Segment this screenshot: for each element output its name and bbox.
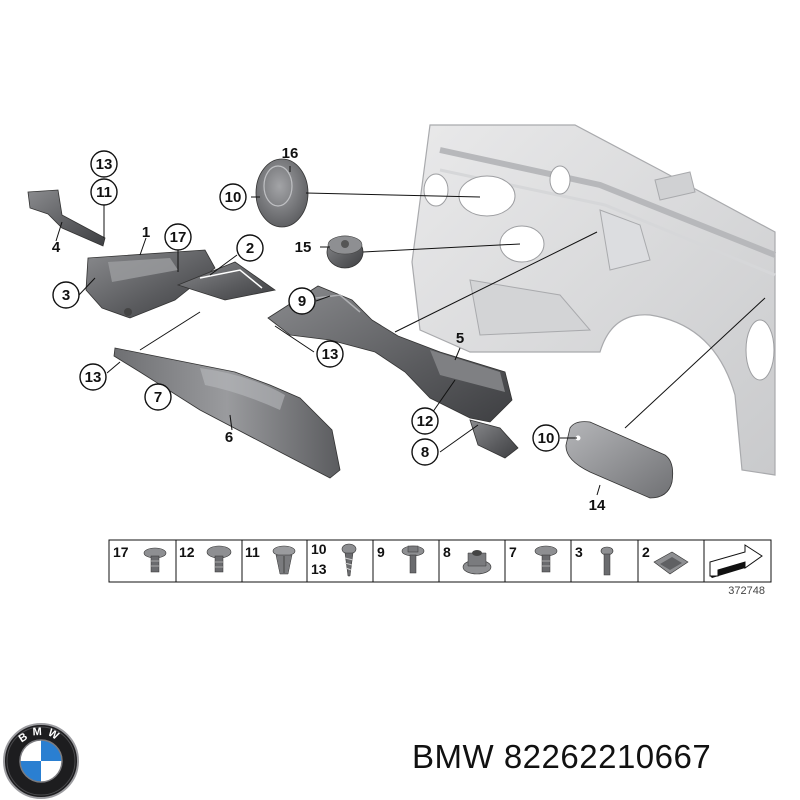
flange-nut-icon xyxy=(462,550,492,575)
callout: 9 xyxy=(288,287,316,315)
legend-number: 7 xyxy=(509,544,517,560)
plain-label: 14 xyxy=(589,497,606,514)
bracket-part-4 xyxy=(27,189,106,247)
callout: 13 xyxy=(79,363,107,391)
expanding-rivet-icon xyxy=(272,545,296,575)
callout: 17 xyxy=(164,223,192,251)
diagram-code: 372748 xyxy=(728,585,765,597)
grommet-part-15 xyxy=(326,235,364,269)
callout-label: 17 xyxy=(170,229,187,246)
plain-label: 6 xyxy=(225,429,233,446)
plain-label: 1 xyxy=(142,224,150,241)
callout-label: 13 xyxy=(322,346,339,363)
plain-label-text: 5 xyxy=(456,330,464,347)
legend-number: 3 xyxy=(575,544,583,560)
legend-number: 13 xyxy=(311,561,327,577)
mount-part-2 xyxy=(176,261,276,301)
callout-label: 2 xyxy=(246,240,254,257)
bolt-icon xyxy=(600,546,614,576)
fastener-legend: 17 12 11 10 13 9 xyxy=(108,539,772,583)
installation-direction-icon xyxy=(709,544,763,578)
plain-label: 5 xyxy=(456,330,464,347)
legend-number: 8 xyxy=(443,544,451,560)
legend-number: 10 xyxy=(311,541,327,557)
callout: 10 xyxy=(219,183,247,211)
spring-nut-icon xyxy=(653,551,689,575)
clip-12-icon xyxy=(206,545,232,573)
leader-lines xyxy=(55,166,766,496)
flange-bolt-icon xyxy=(401,545,425,574)
bmw-logo: BMW xyxy=(3,723,79,799)
legend-number: 2 xyxy=(642,544,650,560)
insulation-part-1 xyxy=(85,249,216,319)
plain-label: 16 xyxy=(282,145,299,162)
pad-part-14 xyxy=(565,421,674,499)
callout-label: 7 xyxy=(154,389,162,406)
callout-label: 12 xyxy=(417,413,434,430)
cover-part-6 xyxy=(113,347,341,479)
legend-number: 12 xyxy=(179,544,195,560)
callout: 10 xyxy=(532,424,560,452)
part-number: 82262210667 xyxy=(503,738,712,775)
legend-number: 9 xyxy=(377,544,385,560)
brand-part-number-line: BMW 82262210667 xyxy=(412,738,792,782)
screw-icon xyxy=(341,543,357,577)
bulkhead-panel xyxy=(411,124,777,476)
clip-17-icon xyxy=(143,547,167,573)
legend-number: 17 xyxy=(113,544,129,560)
brand-name: BMW xyxy=(412,738,495,775)
plain-label-text: 14 xyxy=(589,497,606,514)
callout-label: 3 xyxy=(62,287,70,304)
clip-7-icon xyxy=(534,545,558,573)
callout-label: 10 xyxy=(225,189,242,206)
legend-number: 11 xyxy=(245,544,260,560)
plain-label-text: 4 xyxy=(52,239,61,256)
callout-label: 13 xyxy=(96,156,113,173)
plain-label-text: 6 xyxy=(225,429,233,446)
duct-part-9-5 xyxy=(267,285,519,459)
plain-label-text: 1 xyxy=(142,224,150,241)
callout: 2 xyxy=(236,234,264,262)
plain-label: 4 xyxy=(52,239,61,256)
callout: 3 xyxy=(52,281,80,309)
callout-label: 11 xyxy=(96,184,112,201)
callout: 7 xyxy=(144,383,172,411)
callout-label: 8 xyxy=(421,444,429,461)
callout-label: 13 xyxy=(85,369,102,386)
callout: 11 xyxy=(90,178,118,206)
plain-label: 15 xyxy=(295,239,312,256)
plain-label-text: 15 xyxy=(295,239,312,256)
callout: 12 xyxy=(411,407,439,435)
callout: 8 xyxy=(411,438,439,466)
grommet-part-16 xyxy=(255,158,309,228)
callout: 13 xyxy=(316,340,344,368)
callout-label: 10 xyxy=(538,430,555,447)
callout-label: 9 xyxy=(298,293,306,310)
callout: 13 xyxy=(90,150,118,178)
plain-label-text: 16 xyxy=(282,145,299,162)
